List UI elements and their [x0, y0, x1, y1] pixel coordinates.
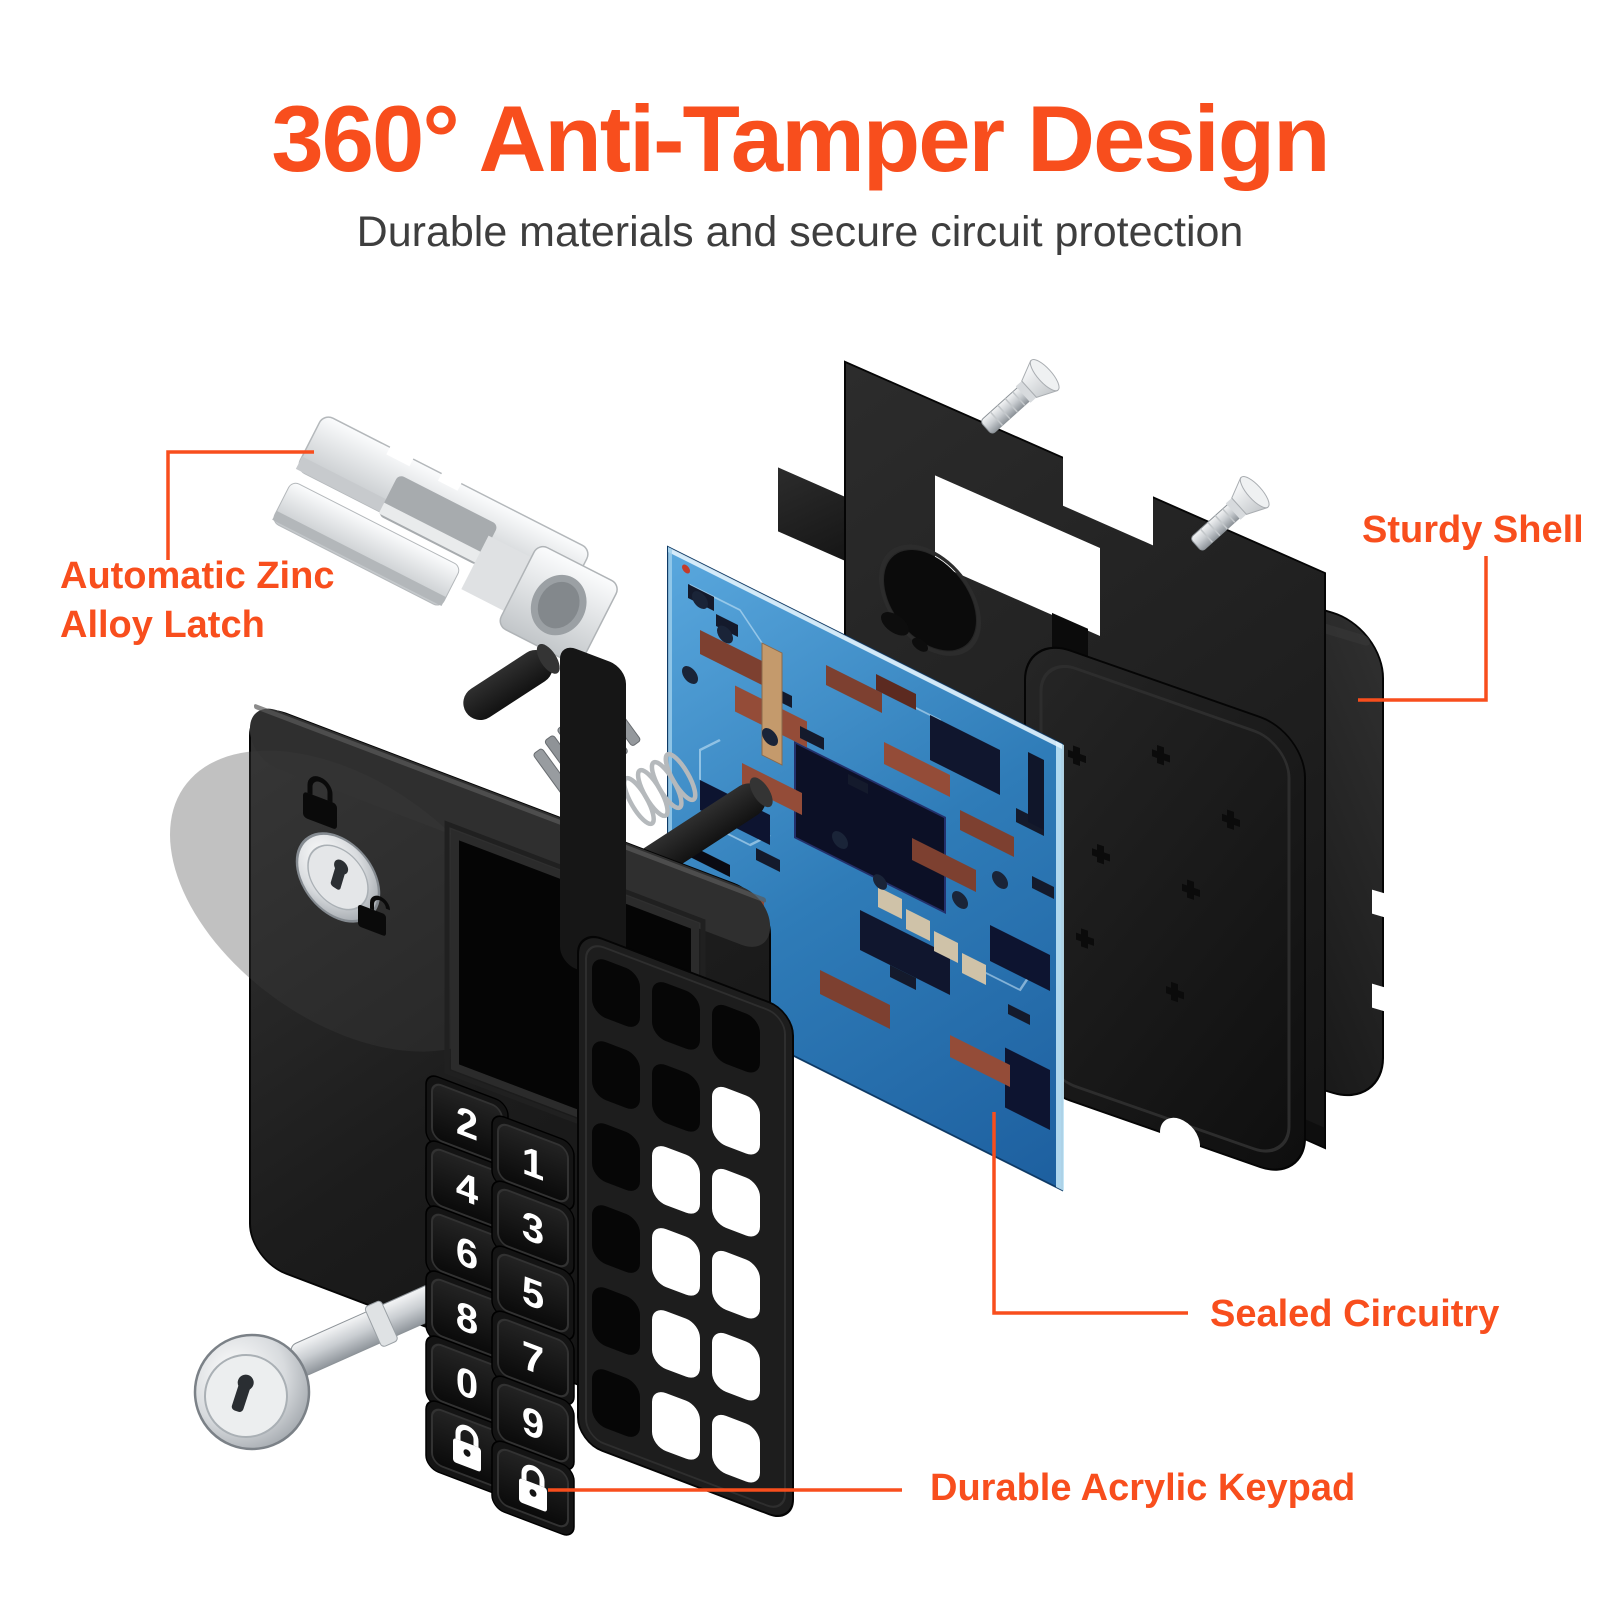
inner-shell-part	[1024, 646, 1306, 1171]
callout-line-latch	[166, 450, 314, 560]
standoff-post-left	[463, 643, 560, 720]
callout-label-keypad: Durable Acrylic Keypad	[930, 1467, 1356, 1509]
svg-text:7: 7	[522, 1332, 544, 1385]
svg-text:9: 9	[522, 1397, 544, 1450]
svg-text:0: 0	[456, 1357, 478, 1410]
keypad-key-lock	[425, 1400, 509, 1496]
grid-holes	[592, 959, 760, 1483]
callout-line-shell	[1358, 556, 1488, 702]
svg-text:2: 2	[456, 1097, 478, 1150]
svg-text:4: 4	[456, 1162, 478, 1215]
keypad-key-5: 5	[491, 1245, 575, 1341]
callout-line-circuitry	[992, 1112, 1188, 1315]
shell-bosses	[1068, 744, 1240, 1003]
screw-top	[981, 359, 1060, 434]
svg-text:3: 3	[522, 1202, 544, 1255]
svg-text:5: 5	[522, 1267, 544, 1320]
svg-text:8: 8	[456, 1292, 478, 1345]
front-panel-part	[170, 704, 771, 1448]
lock-icon	[303, 776, 337, 829]
pcb-components	[676, 564, 1054, 1130]
svg-text:1: 1	[522, 1137, 544, 1190]
keypad-keys: 2 4 6 8 0 1 3 5 7 9	[425, 1075, 575, 1536]
callout-label-latch: Automatic Zinc Alloy Latch	[60, 555, 335, 647]
callout-label-circuitry: Sealed Circuitry	[1210, 1293, 1500, 1335]
svg-text:6: 6	[456, 1227, 478, 1280]
keypad-key-lock	[491, 1440, 575, 1536]
page-title: 360° Anti-Tamper Design	[271, 86, 1330, 191]
standoff-post-right	[634, 777, 773, 881]
screw-bottom	[1191, 476, 1270, 551]
header: 360° Anti-Tamper Design Durable material…	[0, 0, 1600, 257]
keypad-grid-cover	[560, 647, 794, 1517]
callout-label-shell: Sturdy Shell	[1362, 509, 1584, 551]
keyhole	[295, 832, 381, 923]
zinc-latch-part	[272, 416, 618, 665]
unlock-icon	[358, 895, 390, 936]
callout-lines	[166, 450, 1488, 1492]
page-subtitle: Durable materials and secure circuit pro…	[356, 208, 1244, 256]
